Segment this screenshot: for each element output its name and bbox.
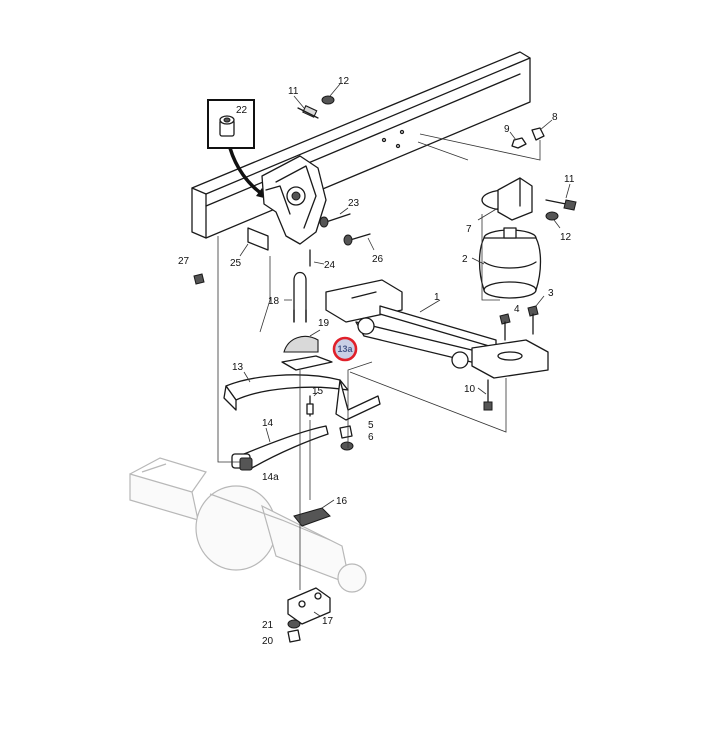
callout-12-right: 12 <box>560 232 572 243</box>
spring-hanger-bracket <box>261 155 327 245</box>
bolt-11-right <box>545 183 577 211</box>
callout-20: 20 <box>262 636 274 647</box>
saddle-19 <box>283 329 321 353</box>
callout-13: 13 <box>232 362 244 373</box>
nut-27 <box>193 273 205 285</box>
washer-12-right <box>545 211 561 229</box>
callout-3: 3 <box>548 288 554 299</box>
plate-25 <box>239 227 269 257</box>
callout-15: 15 <box>312 386 324 397</box>
nut-20 <box>287 629 301 643</box>
bushing-icon <box>219 115 235 137</box>
bolt-26 <box>343 233 375 251</box>
callout-1: 1 <box>434 292 440 303</box>
callout-23: 23 <box>348 198 360 209</box>
callout-17: 17 <box>322 616 334 627</box>
washer-12-top <box>321 83 341 105</box>
callout-7: 7 <box>466 224 472 235</box>
callout-16: 16 <box>336 496 348 507</box>
callout-25: 25 <box>230 258 242 269</box>
callout-21: 21 <box>262 620 274 631</box>
beam-assembly <box>325 279 549 379</box>
axle-housing <box>129 457 367 593</box>
callout-9: 9 <box>504 124 510 135</box>
callout-6: 6 <box>368 432 374 443</box>
nut-9 <box>509 131 527 149</box>
callout-27: 27 <box>178 256 190 267</box>
plate-13a <box>281 355 333 371</box>
callout-2: 2 <box>462 254 468 265</box>
bolt-10 <box>477 379 493 411</box>
leaf-spring-13 <box>223 371 381 421</box>
u-bolt-18 <box>284 271 307 323</box>
callout-24: 24 <box>324 260 336 271</box>
callout-11-right: 11 <box>564 174 575 185</box>
leaf-spring-14 <box>231 425 329 471</box>
callout-10: 10 <box>464 384 476 395</box>
callout-22: 22 <box>236 105 248 116</box>
bolt-23 <box>319 207 351 228</box>
nut-5 <box>339 425 353 439</box>
callout-18: 18 <box>268 296 280 307</box>
pad-16 <box>293 499 335 527</box>
highlight-ring <box>334 338 356 360</box>
callout-4: 4 <box>514 304 520 315</box>
washer-6 <box>340 441 354 451</box>
callout-8: 8 <box>552 112 558 123</box>
callout-26: 26 <box>372 254 384 265</box>
guide-lines <box>217 133 541 590</box>
clamp-plate-17 <box>287 587 331 625</box>
callout-12-top: 12 <box>338 76 350 87</box>
callout-14a: 14a <box>262 472 279 483</box>
callout-14: 14 <box>262 418 274 429</box>
nut-8 <box>531 119 553 141</box>
callout-5: 5 <box>368 420 374 431</box>
callout-11-top: 11 <box>288 86 299 97</box>
callout-19: 19 <box>318 318 330 329</box>
air-spring-bellows <box>471 227 542 299</box>
washer-21 <box>287 619 301 629</box>
bolt-3 <box>527 295 545 335</box>
bolt-11-top <box>293 95 319 119</box>
air-spring-top-plate <box>477 177 533 221</box>
callout-13a: 13a <box>337 344 353 354</box>
callout-13a-highlight[interactable]: 13a <box>332 336 358 362</box>
callout-labels: 1 2 3 4 5 6 7 8 9 10 11 11 12 12 13 14 1… <box>178 76 575 647</box>
stud-24 <box>309 249 325 267</box>
bolt-4 <box>499 313 511 341</box>
stud-15 <box>306 391 319 417</box>
